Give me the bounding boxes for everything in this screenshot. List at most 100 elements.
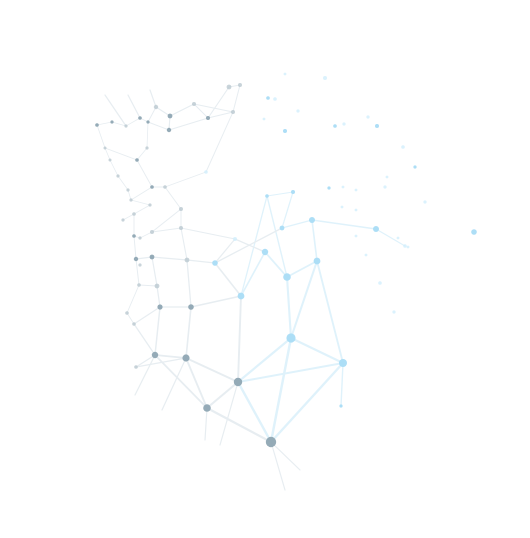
mesh-edge	[236, 361, 345, 384]
mesh-node	[286, 333, 296, 343]
mesh-edge	[168, 117, 209, 131]
mesh-edge	[96, 124, 106, 149]
mesh-node	[125, 311, 129, 315]
mesh-node	[354, 208, 358, 212]
mesh-edge	[135, 256, 153, 260]
mesh-node	[110, 120, 114, 124]
mesh-node	[126, 188, 130, 192]
mesh-edge	[133, 204, 151, 215]
mesh-edge	[236, 380, 273, 444]
mesh-node	[471, 229, 477, 235]
mesh-edge	[186, 259, 192, 308]
mesh-node	[204, 170, 208, 174]
mesh-node	[135, 158, 139, 162]
mesh-edge	[126, 312, 135, 325]
mesh-node	[378, 281, 382, 285]
mesh-edges	[96, 84, 406, 491]
mesh-node	[132, 322, 136, 326]
mesh-node	[233, 237, 237, 241]
mesh-edge	[311, 219, 318, 262]
mesh-edge	[138, 284, 158, 287]
mesh-strand	[204, 407, 208, 441]
mesh-edge	[125, 117, 141, 127]
mesh-edge	[186, 259, 216, 264]
mesh-node	[134, 365, 138, 369]
mesh-node	[327, 186, 331, 190]
mesh-edge	[117, 175, 129, 191]
mesh-node	[166, 127, 172, 133]
mesh-node	[116, 174, 120, 178]
mesh-node	[237, 292, 245, 300]
mesh-edge	[151, 256, 188, 261]
mesh-edge	[130, 199, 151, 206]
mesh-strand	[161, 357, 187, 411]
mesh-edge	[130, 186, 153, 201]
mesh-edge	[236, 336, 293, 384]
mesh-edge	[122, 213, 135, 221]
mesh-edge	[151, 208, 182, 233]
mesh-node	[133, 256, 139, 262]
mesh-edge	[281, 219, 313, 229]
mesh-edge	[193, 103, 234, 113]
mesh-edge	[266, 191, 294, 197]
mesh-node	[184, 257, 190, 263]
mesh-node	[366, 115, 370, 119]
mesh-node	[265, 436, 277, 448]
mesh-strand	[134, 354, 156, 396]
mesh-node	[392, 310, 396, 314]
mesh-edge	[151, 256, 158, 287]
mesh-node	[157, 304, 163, 310]
mesh-node	[145, 146, 149, 150]
mesh-edge	[155, 106, 171, 117]
mesh-node	[339, 404, 343, 408]
mesh-strand	[270, 441, 301, 471]
mesh-node	[226, 84, 232, 90]
mesh-node	[261, 248, 269, 256]
mesh-edge	[156, 285, 161, 308]
mesh-node	[296, 109, 300, 113]
mesh-node	[364, 253, 368, 257]
mesh-node	[154, 283, 160, 289]
mesh-node	[212, 260, 218, 266]
mesh-edge	[205, 111, 234, 173]
mesh-node	[283, 273, 291, 281]
mesh-node	[151, 351, 159, 359]
mesh-edge	[126, 284, 140, 314]
mesh-edge	[185, 357, 208, 409]
mesh-node	[188, 304, 194, 310]
mesh-edge	[205, 406, 273, 444]
mesh-edge	[180, 227, 188, 261]
mesh-edge	[269, 336, 293, 444]
mesh-node	[138, 236, 142, 240]
mesh-edge	[164, 186, 182, 210]
mesh-node	[233, 377, 243, 387]
mesh-edge	[375, 228, 406, 247]
mesh-edge	[135, 258, 140, 286]
mesh-node	[375, 124, 379, 128]
mesh-node	[341, 185, 345, 189]
mesh-edge	[240, 195, 268, 297]
mesh-node	[121, 218, 125, 222]
mesh-node	[373, 226, 379, 232]
mesh-edge	[133, 323, 156, 356]
mesh-edge	[290, 260, 318, 339]
mesh-edge	[154, 306, 161, 356]
mesh-node	[150, 230, 154, 234]
mesh-edge	[285, 275, 293, 340]
mesh-edge	[206, 381, 239, 409]
mesh-node	[153, 104, 159, 110]
mesh-edge	[185, 306, 192, 359]
mesh-edge	[240, 251, 266, 297]
mesh-node	[103, 146, 107, 150]
mesh-edge	[193, 103, 209, 119]
mesh-node	[354, 234, 358, 238]
mesh-node	[132, 234, 136, 238]
mesh-node	[95, 123, 99, 127]
mesh-node	[423, 200, 427, 204]
mesh-strand	[270, 441, 286, 491]
mesh-node	[403, 244, 407, 248]
mesh-edge	[169, 103, 195, 117]
mesh-edge	[111, 121, 127, 127]
mesh-strand	[104, 94, 127, 127]
